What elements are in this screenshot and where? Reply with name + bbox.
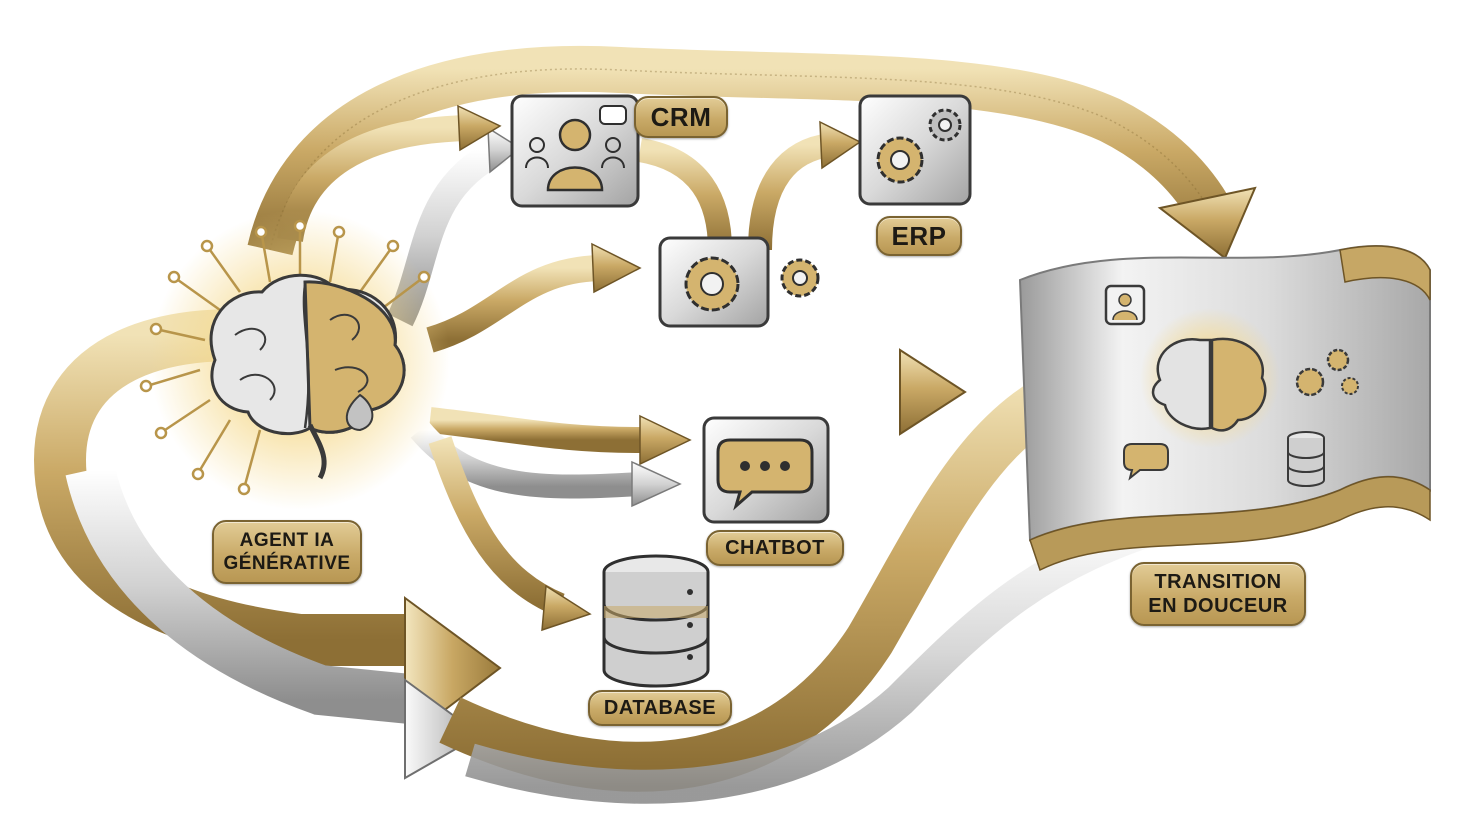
agent-brain-icon	[139, 210, 450, 510]
ribbon-top-loop	[247, 46, 1257, 260]
crm-label-text: CRM	[650, 101, 712, 132]
chat-bubble-icon	[702, 416, 830, 524]
transition-label-line1: TRANSITION	[1154, 571, 1282, 593]
database-label-text: DATABASE	[603, 696, 717, 719]
transition-label: TRANSITION EN DOUCEUR	[1130, 562, 1306, 626]
transition-label-line2: EN DOUCEUR	[1148, 595, 1288, 617]
erp-gears-icon	[858, 94, 972, 206]
brain-gears-banner-icon	[1104, 284, 1359, 487]
crm-person-icon	[510, 94, 640, 208]
chatbot-label: CHATBOT	[706, 530, 844, 566]
database-label: DATABASE	[588, 690, 732, 726]
branch-arrows	[277, 104, 967, 632]
database-icon	[602, 554, 710, 688]
chatbot-label-text: CHATBOT	[725, 536, 825, 559]
gear-hub-icon	[658, 236, 820, 328]
agent-label-line2: GÉNÉRATIVE	[223, 553, 351, 574]
erp-label-text: ERP	[891, 220, 947, 251]
erp-label: ERP	[876, 216, 962, 256]
agent-label-line1: AGENT IA	[239, 530, 335, 551]
crm-label: CRM	[634, 96, 728, 138]
agent-label: AGENT IA GÉNÉRATIVE	[212, 520, 362, 584]
